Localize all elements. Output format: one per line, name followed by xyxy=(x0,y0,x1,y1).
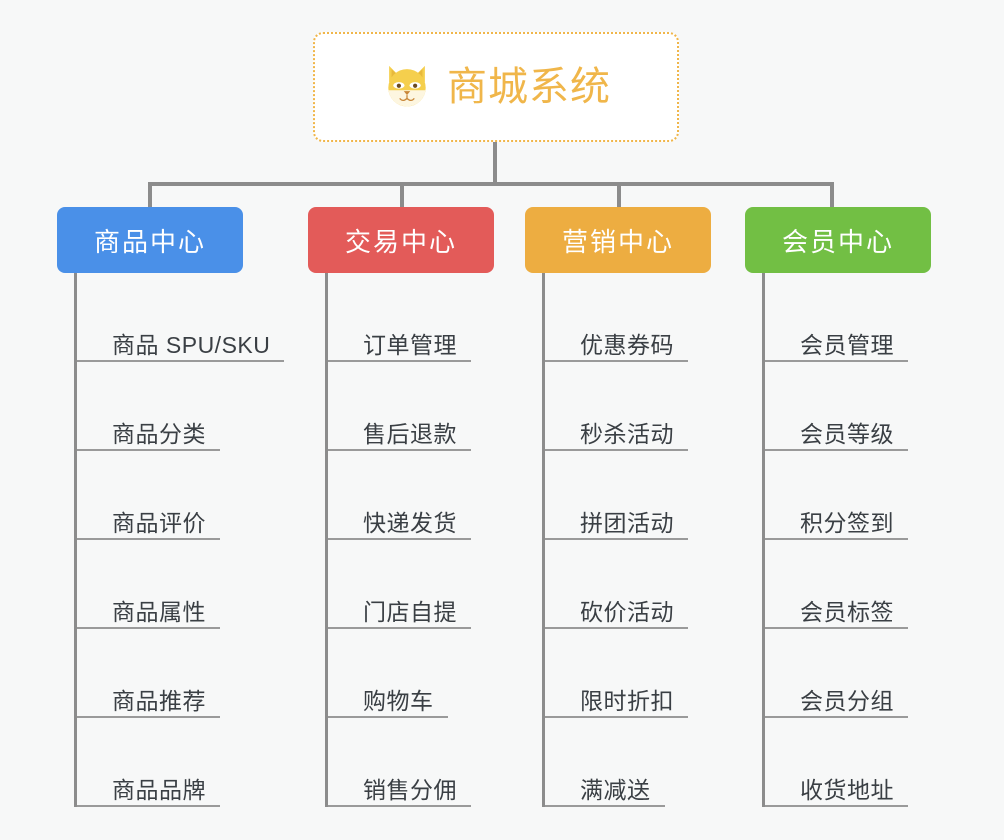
item-label: 销售分佣 xyxy=(363,776,457,803)
category-label: 商品中心 xyxy=(93,226,206,257)
item-underline xyxy=(545,627,688,629)
list-item[interactable]: 拼团活动 xyxy=(545,451,711,540)
item-label: 商品评价 xyxy=(112,509,206,536)
item-list-member-center: 会员管理 会员等级 积分签到 会员标签 会员分组 收货地址 xyxy=(762,273,931,807)
item-underline xyxy=(765,805,908,807)
item-underline xyxy=(765,627,908,629)
item-label: 商品 SPU/SKU xyxy=(112,331,271,358)
list-item[interactable]: 优惠券码 xyxy=(545,273,711,362)
list-item[interactable]: 门店自提 xyxy=(328,540,494,629)
list-item[interactable]: 商品属性 xyxy=(77,540,278,629)
item-underline xyxy=(545,538,688,540)
root-title: 商城系统 xyxy=(447,65,611,109)
root-node-mall-system[interactable]: 商城系统 xyxy=(313,32,679,142)
category-header-product-center[interactable]: 商品中心 xyxy=(57,207,243,273)
item-underline xyxy=(77,716,220,718)
connector-root-stem xyxy=(493,142,497,184)
item-list-marketing-center: 优惠券码 秒杀活动 拼团活动 砍价活动 限时折扣 满减送 xyxy=(542,273,711,807)
item-list-trade-center: 订单管理 售后退款 快递发货 门店自提 购物车 销售分佣 xyxy=(325,273,494,807)
branch-member-center: 会员中心 会员管理 会员等级 积分签到 会员标签 会员分组 xyxy=(745,207,931,807)
item-label: 积分签到 xyxy=(800,509,894,536)
list-item[interactable]: 限时折扣 xyxy=(545,629,711,718)
item-underline xyxy=(328,538,471,540)
item-label: 售后退款 xyxy=(363,420,457,447)
list-item[interactable]: 销售分佣 xyxy=(328,718,494,807)
branch-marketing-center: 营销中心 优惠券码 秒杀活动 拼团活动 砍价活动 限时折扣 xyxy=(525,207,711,807)
list-item[interactable]: 满减送 xyxy=(545,718,711,807)
item-underline xyxy=(765,449,908,451)
connector-drop-3 xyxy=(617,182,621,208)
item-label: 购物车 xyxy=(363,687,434,714)
list-item[interactable]: 购物车 xyxy=(328,629,494,718)
connector-drop-4 xyxy=(830,182,834,208)
connector-horizontal-bus xyxy=(148,182,834,186)
list-item[interactable]: 商品推荐 xyxy=(77,629,278,718)
branch-trade-center: 交易中心 订单管理 售后退款 快递发货 门店自提 购物车 xyxy=(308,207,494,807)
item-underline xyxy=(77,805,220,807)
item-underline xyxy=(545,360,688,362)
item-label: 商品属性 xyxy=(112,598,206,625)
item-underline xyxy=(77,538,220,540)
list-item[interactable]: 商品评价 xyxy=(77,451,278,540)
list-item[interactable]: 快递发货 xyxy=(328,451,494,540)
list-item[interactable]: 商品分类 xyxy=(77,362,278,451)
item-label: 会员管理 xyxy=(800,331,894,358)
list-item[interactable]: 会员分组 xyxy=(765,629,931,718)
list-item[interactable]: 积分签到 xyxy=(765,451,931,540)
item-label: 拼团活动 xyxy=(580,509,674,536)
item-label: 砍价活动 xyxy=(580,598,674,625)
item-label: 收货地址 xyxy=(800,776,894,803)
category-label: 交易中心 xyxy=(344,226,457,257)
item-list-product-center: 商品 SPU/SKU 商品分类 商品评价 商品属性 商品推荐 商品品牌 xyxy=(74,273,284,807)
shiba-dog-face-icon xyxy=(388,65,426,107)
item-label: 秒杀活动 xyxy=(580,420,674,447)
list-item[interactable]: 订单管理 xyxy=(328,273,494,362)
item-underline xyxy=(328,627,471,629)
list-item[interactable]: 会员等级 xyxy=(765,362,931,451)
list-item[interactable]: 售后退款 xyxy=(328,362,494,451)
item-underline xyxy=(765,538,908,540)
list-item[interactable]: 会员标签 xyxy=(765,540,931,629)
item-label: 商品品牌 xyxy=(112,776,206,803)
item-label: 满减送 xyxy=(580,776,651,803)
item-underline xyxy=(328,716,448,718)
list-item[interactable]: 会员管理 xyxy=(765,273,931,362)
item-underline xyxy=(765,716,908,718)
connector-drop-2 xyxy=(400,182,404,208)
item-label: 商品分类 xyxy=(112,420,206,447)
item-underline xyxy=(328,449,471,451)
item-label: 会员等级 xyxy=(800,420,894,447)
item-label: 商品推荐 xyxy=(112,687,206,714)
list-item[interactable]: 砍价活动 xyxy=(545,540,711,629)
list-item[interactable]: 商品 SPU/SKU xyxy=(77,273,284,362)
item-underline xyxy=(765,360,908,362)
item-underline xyxy=(77,449,220,451)
item-underline xyxy=(545,805,665,807)
branch-product-center: 商品中心 商品 SPU/SKU 商品分类 商品评价 商品属性 商品推荐 xyxy=(57,207,284,807)
category-header-member-center[interactable]: 会员中心 xyxy=(745,207,931,273)
connector-drop-1 xyxy=(148,182,152,208)
item-label: 订单管理 xyxy=(363,331,457,358)
item-label: 会员分组 xyxy=(800,687,894,714)
item-label: 优惠券码 xyxy=(580,331,674,358)
category-label: 营销中心 xyxy=(561,226,674,257)
category-header-trade-center[interactable]: 交易中心 xyxy=(308,207,494,273)
item-label: 会员标签 xyxy=(800,598,894,625)
item-label: 快递发货 xyxy=(363,509,457,536)
item-underline xyxy=(328,360,471,362)
item-underline xyxy=(77,627,220,629)
item-label: 门店自提 xyxy=(363,598,457,625)
list-item[interactable]: 收货地址 xyxy=(765,718,931,807)
item-label: 限时折扣 xyxy=(580,687,674,714)
list-item[interactable]: 商品品牌 xyxy=(77,718,278,807)
item-underline xyxy=(328,805,471,807)
category-header-marketing-center[interactable]: 营销中心 xyxy=(525,207,711,273)
item-underline xyxy=(545,449,688,451)
category-label: 会员中心 xyxy=(781,226,894,257)
list-item[interactable]: 秒杀活动 xyxy=(545,362,711,451)
item-underline xyxy=(77,360,284,362)
item-underline xyxy=(545,716,688,718)
